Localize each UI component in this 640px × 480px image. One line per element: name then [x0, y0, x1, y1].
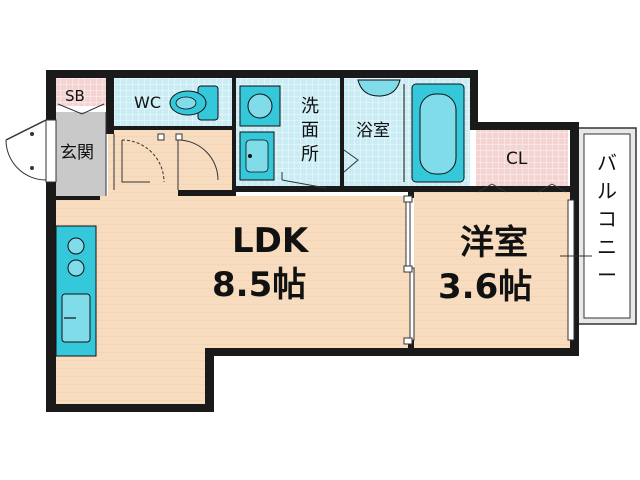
stove-burner-icon: [67, 237, 85, 255]
toilet-fixture: [169, 85, 219, 121]
entrance-door: [5, 119, 57, 183]
western-room-name-label: 洋室: [460, 223, 528, 263]
washroom-vertical-char: 面: [301, 120, 319, 141]
western-room-size-label: 3.6帖: [438, 267, 532, 307]
kitchen-counter: [55, 225, 97, 357]
balcony-vertical-char: ニ: [597, 235, 617, 259]
entrance-floor: [56, 112, 106, 196]
washroom-vertical-char: 洗: [301, 96, 319, 117]
bathroom-basin-icon: [357, 79, 401, 97]
balcony-window: [560, 199, 592, 341]
stove-burner-icon: [67, 259, 85, 277]
ldk-floor: [56, 196, 410, 404]
ldk-size-label: 8.5帖: [212, 265, 306, 305]
bathroom-label: 浴室: [356, 121, 390, 141]
washroom-door: [281, 172, 327, 189]
balcony-vertical-char: バ: [597, 151, 617, 175]
closet-floor: [476, 130, 568, 186]
balcony-vertical-char: ー: [597, 263, 617, 287]
closet-label: CL: [506, 149, 528, 169]
washing-machine-fixture: [239, 85, 281, 127]
balcony-vertical-char: ル: [597, 179, 617, 203]
bathtub-fixture: [411, 83, 465, 183]
shoe-box-label: SB: [65, 87, 85, 105]
shoe-box: [56, 78, 106, 106]
balcony-vertical-char: コ: [597, 207, 617, 231]
ldk-name-label: LDK: [232, 221, 310, 261]
hall-floor: [108, 130, 232, 196]
entrance-label: 玄関: [60, 143, 94, 163]
vanity-sink-fixture: [239, 131, 275, 181]
western-room-floor: [414, 192, 570, 348]
closet-doors: [477, 183, 567, 193]
sliding-door: [403, 195, 415, 345]
hall-doors: [113, 134, 219, 190]
washroom-vertical-char: 所: [301, 144, 319, 165]
wc-label: WC: [134, 93, 161, 112]
washroom-label: 洗面所: [301, 96, 319, 165]
